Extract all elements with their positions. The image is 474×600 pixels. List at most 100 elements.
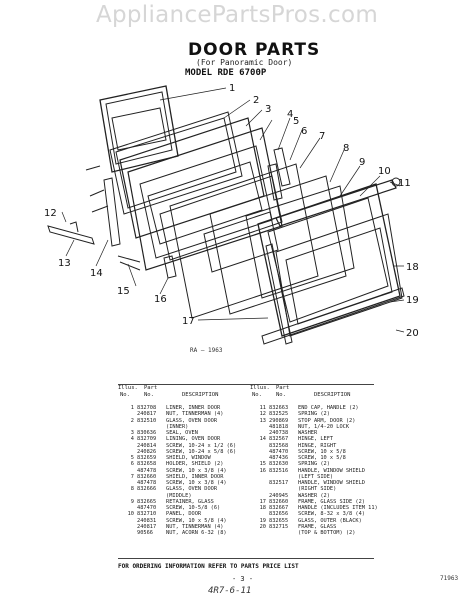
description-cell: WASHER (2) [298,492,330,499]
callout-15: 15 [117,286,130,297]
model-label: MODEL RDE 6700P [185,68,267,78]
part-no-cell: 832630 [269,461,289,468]
description-cell: HINGE, RIGHT [298,442,337,449]
part-no-cell: 832666 [137,486,157,493]
table-row: 90566 NUT, ACORN 6-32 (8) [118,530,248,536]
part-no-cell: 832663 [269,405,289,411]
illus-no-cell: 2 [130,417,134,424]
illus-no-cell: 12 [259,411,266,418]
table-row: (LEFT SIDE) [250,474,380,480]
glass-side-frame-part [265,243,293,345]
part-no-cell: 832525 [269,411,289,418]
table-header-left: Illus. Part No. No. DESCRIPTION [118,385,219,398]
part-no-cell: 832567 [269,436,289,443]
description-cell: FRAME, GLASS SIDE (2) [298,498,365,505]
callout-3: 3 [265,104,271,115]
callout-18: 18 [406,262,419,273]
table-top-rule [118,384,374,385]
description-cell: SCREW, 10 x 5/8 (4) [166,517,227,524]
ordering-note: FOR ORDERING INFORMATION REFER TO PARTS … [118,563,299,570]
page-subtitle: (For Panoramic Door) [196,58,293,67]
page-title: DOOR PARTS [188,40,321,60]
part-no-cell: 832667 [269,505,289,511]
outer-glass-part [275,213,403,337]
callout-5: 5 [293,116,299,127]
part-no-cell: 240817 [137,523,157,530]
callout-2: 2 [253,95,259,106]
description-cell: HANDLE (INCLUDES ITEM 11) [298,505,378,511]
callout-9: 9 [359,157,365,168]
illus-no-cell: 16 [259,467,266,474]
illus-no-cell: 10 [127,511,134,518]
glass-frame-part [261,287,405,345]
description-cell: (LEFT SIDE) [298,473,334,480]
part-no-cell: 240814 [137,442,157,449]
description-cell: (MIDDLE) [166,492,192,499]
inner-glass-part [109,111,243,215]
description-cell: SCREW, 10 x 5/8 [298,455,346,461]
description-cell: SHIELD, INNER DOOR [166,473,224,480]
handwritten-note: 4R7-6-11 [208,586,252,596]
description-cell: FRAME, GLASS [298,523,337,530]
part-no-cell: 487436 [269,455,289,461]
callout-20: 20 [406,328,419,339]
stop-arm-part [47,225,95,245]
description-cell: SCREW, 10 x 3/8 (4) [166,467,227,474]
description-cell: SHIELD, WINDOW [166,455,211,461]
description-cell: NUT, TINNERMAN (4) [166,523,224,530]
description-cell: SEAL, OVEN [166,430,198,436]
callout-17: 17 [182,316,195,327]
illus-no-cell: 13 [259,417,266,424]
document-code: 71963 [440,575,459,582]
part-no-cell: 487470 [269,448,289,455]
callout-11: 11 [398,178,411,189]
diagram-ref-code: RA — 1963 [190,347,223,354]
part-no-cell: 240817 [137,411,157,418]
illus-no-cell: 1 [130,405,134,411]
callout-10: 10 [378,166,391,177]
part-no-cell: 487478 [137,467,157,474]
illus-no-cell: 5 [130,455,134,461]
illus-no-cell: 20 [259,523,266,530]
description-cell: NUT, TINNERMAN (4) [166,411,224,418]
table-row: 487478 SCREW, 10 x 3/8 (4) [118,468,248,474]
spring-part [117,255,141,271]
table-row: (TOP & BOTTOM) (2) [250,530,380,536]
callout-12: 12 [44,208,57,219]
description-cell: NUT, ACORN 6-32 (8) [166,530,227,536]
description-cell: GLASS, OVEN DOOR [166,486,218,493]
window-shield-part [159,175,283,261]
middle-glass-part [209,175,347,315]
part-no-cell: 90566 [137,530,153,536]
description-cell: SPRING (2) [298,411,330,418]
shield-holder-part [267,163,283,201]
inner-door-shield-part [169,163,319,319]
table-row: 487436 SCREW, 10 x 5/8 [250,455,380,461]
description-cell: (RIGHT SIDE) [298,486,337,493]
table-row: 240817 NUT, TINNERMAN (4) [118,524,248,530]
description-cell: LINING, OVEN DOOR [166,436,221,443]
oven-seal-part [119,117,265,239]
callout-16: 16 [154,294,167,305]
part-no-cell: 240945 [269,492,289,499]
table-bottom-rule [118,558,374,559]
